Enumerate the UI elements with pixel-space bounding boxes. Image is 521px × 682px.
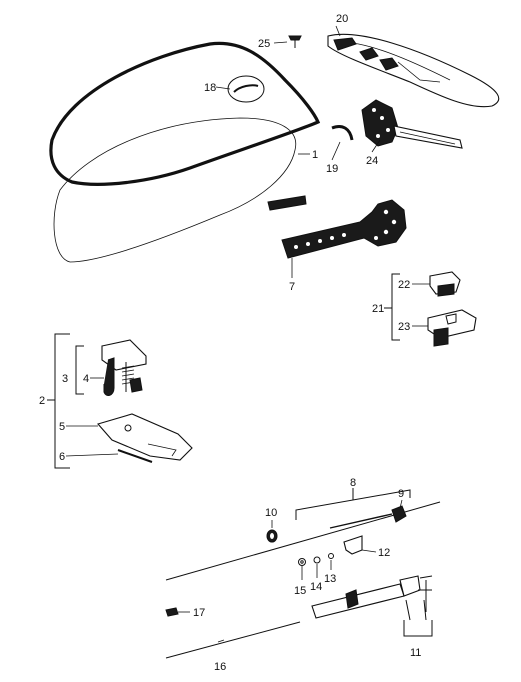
label-19: 19 <box>326 163 338 175</box>
label-15: 15 <box>294 585 306 597</box>
part-14-washer <box>313 556 321 564</box>
part-22-catch <box>429 271 461 297</box>
label-11: 11 <box>410 647 421 659</box>
leader-lines <box>65 25 430 643</box>
bracket-3 <box>75 345 84 395</box>
label-7: 7 <box>289 281 295 293</box>
label-9: 9 <box>398 488 404 500</box>
label-2: 2 <box>39 395 45 407</box>
label-24: 24 <box>366 155 378 167</box>
part-23-bracket <box>427 309 477 347</box>
label-21: 21 <box>372 303 384 315</box>
part-16-cable-line <box>165 501 441 659</box>
part-17-clip <box>165 607 179 617</box>
part-3-latch <box>101 339 147 396</box>
label-5: 5 <box>59 421 65 433</box>
part-19-clip <box>331 125 354 141</box>
part-20-lid-shell <box>327 33 500 108</box>
label-3: 3 <box>62 373 68 385</box>
label-16: 16 <box>214 661 226 673</box>
part-18-seal-gasket <box>49 41 321 186</box>
part-12-bracket <box>343 535 363 555</box>
label-20: 20 <box>336 13 348 25</box>
label-12: 12 <box>378 547 390 559</box>
part-10-grommet <box>266 529 278 543</box>
part-15-nut <box>298 558 306 566</box>
label-18: 18 <box>204 82 216 94</box>
label-25: 25 <box>258 38 270 50</box>
label-22: 22 <box>398 279 410 291</box>
bracket-8 <box>295 488 411 520</box>
label-10: 10 <box>265 507 277 519</box>
part-25-screw <box>288 35 302 48</box>
part-9-knob <box>329 505 407 529</box>
label-4: 4 <box>83 373 89 385</box>
part-11-lock-cylinder <box>311 575 433 637</box>
part-13-washer <box>328 553 334 559</box>
part-labels: 25 20 18 1 19 24 7 22 21 23 2 3 4 5 6 8 … <box>39 13 421 673</box>
bracket-2 <box>47 333 70 469</box>
part-1-lid-panel <box>53 117 307 263</box>
label-6: 6 <box>59 451 65 463</box>
part-5-base-plate <box>97 413 193 461</box>
part-7-hinge <box>281 199 407 259</box>
label-17: 17 <box>193 607 205 619</box>
bracket-21 <box>384 273 400 341</box>
label-1: 1 <box>312 149 318 161</box>
part-6-pin <box>117 449 153 463</box>
label-23: 23 <box>398 321 410 333</box>
label-13: 13 <box>324 573 336 585</box>
label-8: 8 <box>350 477 356 489</box>
part-24-hinge <box>361 99 463 149</box>
label-14: 14 <box>310 581 322 593</box>
